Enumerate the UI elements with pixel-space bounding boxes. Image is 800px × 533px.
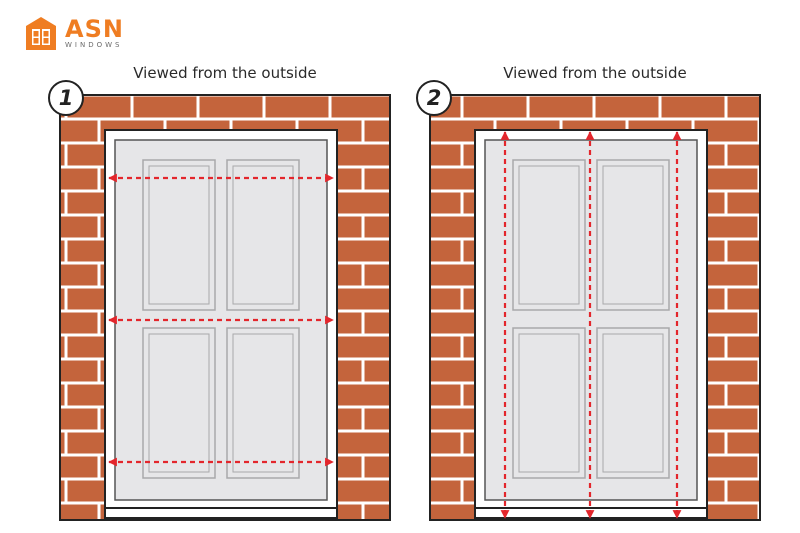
door-panel-outer [142,159,216,311]
door-panel-outer [596,327,670,479]
panel-2-diagram [429,94,761,521]
door-panel-outer [226,327,300,479]
door-leaf [484,139,698,501]
door-panel-inner [602,333,664,473]
panel-2-caption: Viewed from the outside [503,64,687,82]
door-panel-inner [232,165,294,305]
door-panel-outer [512,159,586,311]
door-panel-inner [518,333,580,473]
door-panel-outer [142,327,216,479]
brand-logo: ASN WINDOWS [22,14,124,52]
door-panel-outer [596,159,670,311]
door-sill [104,507,338,519]
panel-1-diagram [59,94,391,521]
logo-name: ASN [65,15,124,43]
door-panel-inner [602,165,664,305]
door-panel-inner [148,165,210,305]
window-logo-icon [26,17,56,50]
door-panel-inner [518,165,580,305]
step-1-badge: 1 [48,80,84,116]
logo-tagline: WINDOWS [65,41,123,49]
panel-1-caption: Viewed from the outside [133,64,317,82]
door-panel-outer [226,159,300,311]
door-panel-outer [512,327,586,479]
step-2-badge: 2 [416,80,452,116]
door-panel-inner [148,333,210,473]
door-panel-inner [232,333,294,473]
